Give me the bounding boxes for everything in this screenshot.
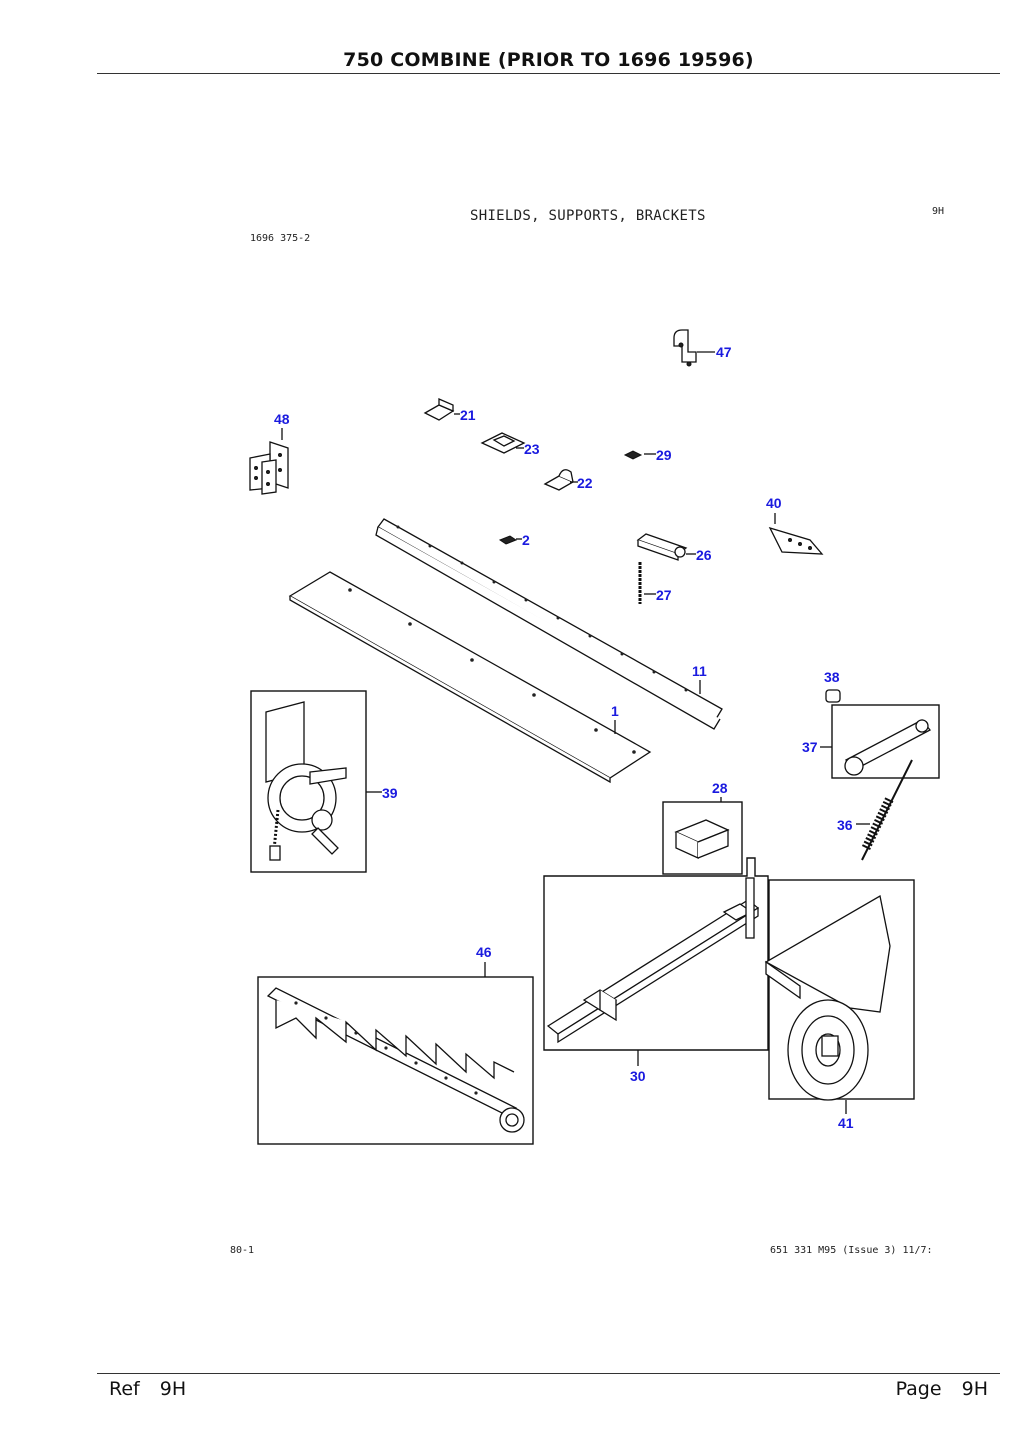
part-22-clip: 22 [543, 469, 593, 491]
callout-40: 40 [766, 495, 782, 511]
callout-39: 39 [382, 785, 398, 801]
publication-number: 651 331 M95 (Issue 3) 11/7: [770, 1245, 933, 1256]
part-37-arm: 37 [802, 704, 940, 779]
callout-41: 41 [838, 1115, 854, 1131]
callout-48: 48 [274, 411, 290, 427]
part-2-clip: 2 [498, 532, 530, 548]
callout-37: 37 [802, 739, 818, 755]
callout-21: 21 [460, 407, 476, 423]
callout-38: 38 [824, 669, 840, 685]
part-48-hinge-bracket: 48 [249, 411, 290, 495]
plate-ref: 9H [932, 206, 945, 217]
callout-1: 1 [611, 703, 619, 719]
callout-11: 11 [692, 663, 707, 679]
footer-page-value: 9H [961, 1378, 988, 1400]
part-11-angle-shield: 11 [375, 518, 723, 730]
page-header: 750 COMBINE (PRIOR TO 1696 19596) [97, 47, 1000, 74]
plate-title: SHIELDS, SUPPORTS, BRACKETS [470, 208, 706, 224]
footer-ref-value: 9H [159, 1378, 187, 1400]
callout-22: 22 [577, 475, 593, 491]
footer-page: Page 9H [896, 1378, 988, 1400]
page-footer: Ref 9H Page 9H [97, 1373, 1000, 1414]
part-36-spring: 36 [837, 759, 913, 861]
part-38-bush: 38 [824, 669, 841, 703]
callout-46: 46 [476, 944, 492, 960]
part-21-clip: 21 [423, 398, 476, 423]
part-29-clip: 29 [623, 447, 672, 463]
callout-47: 47 [716, 344, 732, 360]
part-27-rod: 27 [638, 562, 672, 604]
drawing-number: 1696 375-2 [250, 233, 311, 244]
footer-page-label: Page [895, 1378, 942, 1400]
footer-ref: Ref 9H [109, 1378, 186, 1400]
part-39-winch: 39 [250, 690, 398, 873]
part-1-flat-shield: 1 [288, 571, 652, 784]
illustration-number: 80-1 [230, 1245, 255, 1256]
part-28-block: 28 [662, 780, 743, 875]
callout-2: 2 [522, 532, 530, 548]
callout-23: 23 [524, 441, 540, 457]
part-23-plate: 23 [480, 432, 540, 457]
callout-29: 29 [656, 447, 672, 463]
callout-27: 27 [656, 587, 672, 603]
callout-30: 30 [630, 1068, 646, 1084]
part-41-pulley: 41 [764, 879, 915, 1131]
page-title: 750 COMBINE (PRIOR TO 1696 19596) [343, 49, 754, 71]
part-46-knife: 46 [257, 944, 534, 1145]
part-30-frame: 30 [543, 857, 769, 1084]
callout-26: 26 [696, 547, 712, 563]
callout-28: 28 [712, 780, 728, 796]
part-40-bracket: 40 [766, 495, 824, 555]
footer-ref-label: Ref [109, 1378, 140, 1400]
part-47-bracket: 47 [673, 329, 732, 367]
part-26-hinge: 26 [636, 533, 712, 563]
callout-36: 36 [837, 817, 853, 833]
